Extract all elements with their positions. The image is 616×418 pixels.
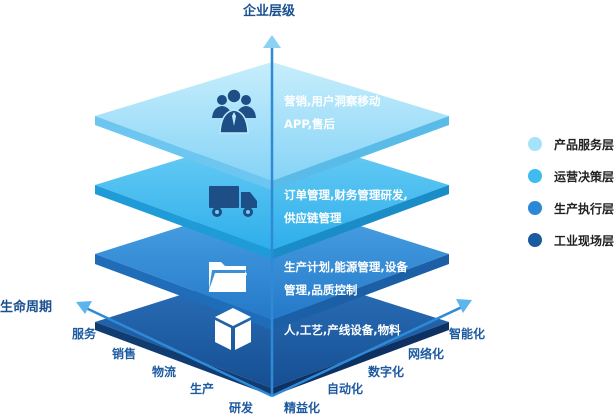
legend: 产品服务层 运营决策层 生产执行层 工业现场层 [528, 136, 614, 264]
maturity-tick-intelligent: 智能化 [449, 327, 486, 341]
legend-dot [528, 137, 542, 151]
layer-text-line: 管理,品质控制 [284, 283, 358, 297]
layer-execution-text: 生产计划,能源管理,设备 管理,品质控制 [284, 256, 434, 302]
vertical-axis-label: 企业层级 [243, 4, 296, 19]
maturity-tick-digital: 数字化 [368, 365, 405, 379]
maturity-tick-lean: 精益化 [284, 401, 321, 415]
layer-product-service-text: 营销,用户洞察移动 APP,售后 [284, 90, 434, 136]
legend-dot [528, 169, 542, 183]
layer-field-text: 人,工艺,产线设备,物料 [284, 319, 434, 342]
layer-text-line: APP,售后 [284, 117, 336, 131]
legend-item-field: 工业现场层 [528, 232, 614, 248]
legend-label: 生产执行层 [554, 201, 615, 216]
folder-icon [209, 262, 247, 292]
maturity-tick-automation: 自动化 [327, 382, 364, 396]
legend-dot [528, 201, 542, 215]
legend-item-execution: 生产执行层 [528, 200, 614, 216]
lifecycle-tick-sales: 销售 [112, 347, 137, 361]
legend-label: 运营决策层 [554, 169, 615, 184]
left-axis-arrow-icon [76, 301, 92, 314]
vertical-axis-arrow-icon [263, 35, 281, 48]
maturity-tick-network: 网络化 [408, 347, 445, 361]
lifecycle-tick-service: 服务 [72, 327, 97, 341]
layer-text-line: 供应链管理 [284, 211, 342, 225]
left-axis-line [85, 306, 273, 398]
lifecycle-tick-rnd: 研发 [229, 401, 254, 415]
layer-operations-text: 订单管理,财务管理研发, 供应链管理 [284, 184, 434, 230]
people-group-icon [212, 88, 256, 134]
layer-text-line: 人,工艺,产线设备,物料 [284, 323, 401, 337]
lifecycle-tick-logistics: 物流 [152, 365, 177, 379]
legend-label: 工业现场层 [554, 233, 615, 248]
left-axis-label: 生命周期 [0, 300, 53, 315]
legend-dot [528, 233, 542, 247]
lifecycle-tick-production: 生产 [190, 382, 215, 396]
right-axis-arrow-icon [456, 299, 472, 313]
legend-label: 产品服务层 [554, 137, 615, 152]
layer-text-line: 营销,用户洞察移动 [284, 94, 381, 108]
box-icon [215, 308, 251, 350]
layer-text-line: 订单管理,财务管理研发, [284, 188, 408, 202]
truck-icon [209, 186, 257, 217]
layer-text-line: 生产计划,能源管理,设备 [284, 260, 408, 274]
legend-item-product-service: 产品服务层 [528, 136, 614, 152]
right-axis-line [271, 305, 463, 398]
legend-item-operations: 运营决策层 [528, 168, 614, 184]
